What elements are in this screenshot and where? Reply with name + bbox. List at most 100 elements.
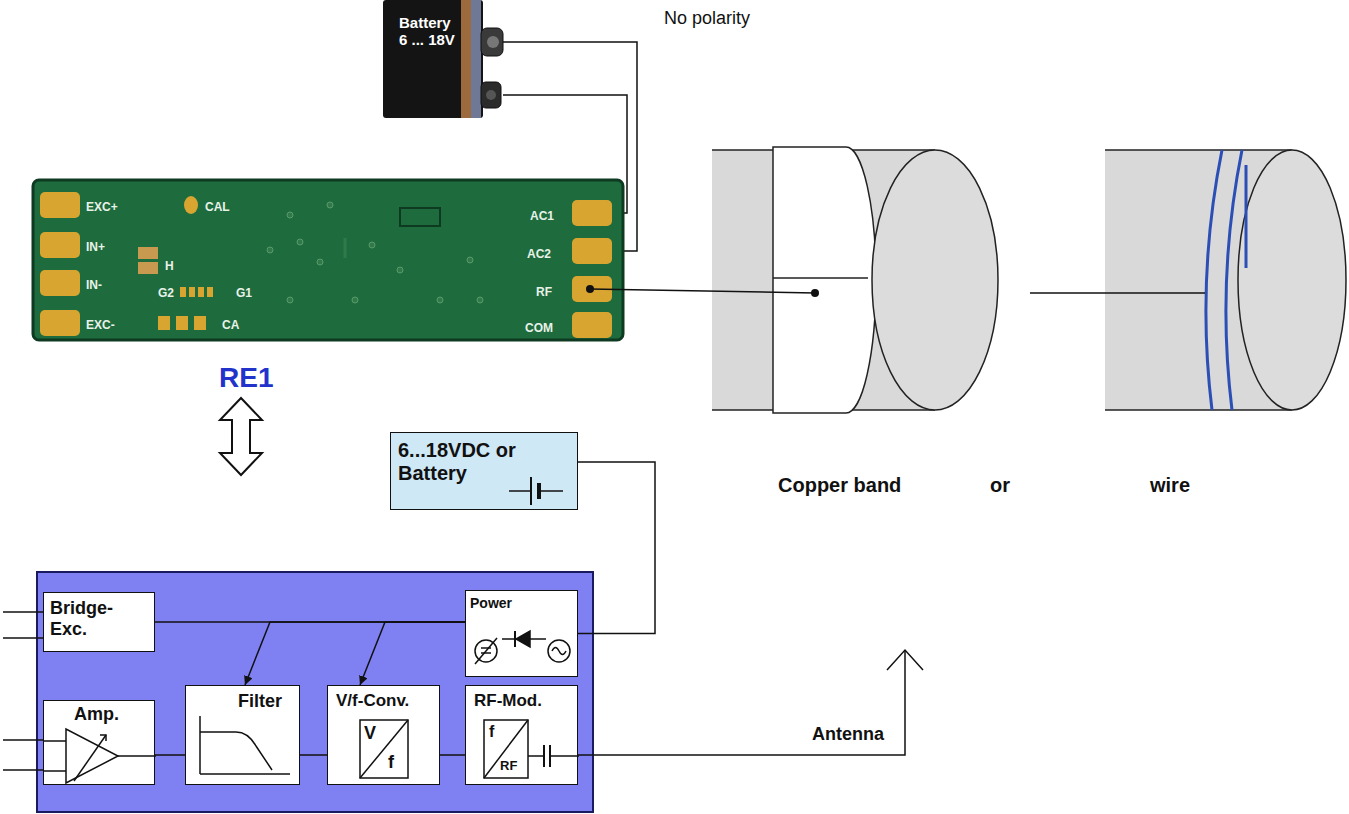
battery-photo-symbol (461, 0, 471, 118)
pin-label: COM (525, 322, 553, 336)
filter-block-symbol (199, 716, 201, 774)
supply-box: 6...18VDC or Battery (390, 432, 578, 510)
cylinder-copper-band (712, 147, 998, 413)
symbol-letter-slot: RF (500, 756, 517, 774)
vf-converter-block-symbol (360, 720, 408, 778)
cylinder-wire (1030, 150, 1346, 410)
cylinder-copper-band (872, 150, 998, 410)
caption-text: Copper band (778, 474, 901, 497)
pin-label: EXC+ (86, 201, 118, 215)
pin-label: AC2 (527, 248, 551, 262)
pin-label: IN+ (86, 241, 105, 255)
battery-label-slot: Battery 6 ... 18V (399, 14, 459, 49)
circuit-board (437, 297, 443, 303)
input-wire (3, 769, 43, 771)
circuit-board (344, 238, 347, 258)
circuit-board (198, 287, 204, 297)
pin-label-slot: EXC- (86, 315, 115, 333)
block-label: Amp. (74, 704, 119, 725)
pin-label: H (165, 260, 174, 274)
circuit-board (33, 180, 623, 340)
pin-label-slot: COM (525, 318, 553, 336)
circuit-board (327, 202, 333, 208)
note-text: No polarity (664, 8, 750, 29)
module-housing (37, 572, 593, 812)
connector-line (578, 462, 655, 634)
power-block-symbol (481, 652, 491, 654)
cylinder-copper-band (773, 147, 876, 413)
rf-lead (811, 289, 819, 297)
circuit-board (180, 287, 186, 297)
rf-modulator-block-symbol (550, 755, 579, 757)
block-label-slot: Amp. (74, 704, 119, 725)
symbol-letter-slot: V (364, 723, 376, 744)
block-label-slot: V/f-Conv. (336, 691, 409, 711)
pin-label-slot: RF (536, 282, 552, 300)
cylinder-wire (1105, 409, 1292, 411)
input-wire (3, 739, 43, 741)
cylinder-wire (1226, 150, 1242, 410)
circuit-board (397, 267, 403, 273)
rf-lead (590, 289, 815, 293)
battery-photo-symbol (471, 0, 481, 118)
pin-label: G2 (158, 287, 174, 301)
block-label-slot: Power (470, 594, 512, 612)
module-name: RE1 (219, 362, 273, 394)
circuit-board (40, 270, 80, 296)
antenna-label-slot: Antenna (812, 724, 884, 745)
cylinder-wire (1105, 149, 1292, 151)
pin-label: EXC- (86, 319, 115, 333)
rf-lead (586, 285, 819, 297)
block-label: V/f-Conv. (336, 691, 409, 711)
circuit-board (287, 297, 293, 303)
antenna-symbol (578, 650, 905, 755)
supply-label: 6...18VDC or Battery (398, 439, 538, 485)
rf-modulator-block-symbol (484, 720, 528, 778)
circuit-board (352, 297, 358, 303)
block-label: Power (470, 595, 512, 611)
rf-modulator-block-symbol (484, 720, 528, 778)
symbol-letter: V (364, 723, 376, 744)
caption-text-slot: Copper band (778, 474, 901, 497)
amplifier-block-symbol (118, 755, 156, 757)
caption-text: wire (1150, 474, 1190, 497)
symbol-letter-slot: f (388, 752, 394, 773)
pin-label: RF (536, 286, 552, 300)
input-wire (3, 611, 43, 613)
connector-line (440, 754, 465, 756)
pin-label: CAL (205, 201, 230, 215)
pin-label-slot: IN+ (86, 237, 105, 255)
input-wire (3, 612, 43, 770)
circuit-board (194, 316, 206, 330)
block-label-slot: Filter (238, 691, 282, 712)
amplifier-block-symbol (44, 770, 66, 772)
pin-label-slot: AC2 (527, 244, 551, 262)
circuit-board (138, 247, 158, 259)
double-arrow (220, 398, 262, 475)
symbol-letter: f (388, 752, 394, 773)
circuit-board (207, 287, 213, 297)
pin-label-slot: G1 (236, 283, 252, 301)
caption-text: or (990, 474, 1010, 497)
pin-label-slot: EXC+ (86, 197, 118, 215)
circuit-board (138, 262, 158, 274)
module-name-slot: RE1 (219, 362, 273, 394)
circuit-board (572, 200, 612, 226)
block-label: Bridge- Exc. (50, 598, 146, 639)
circuit-board (40, 310, 80, 336)
pin-label-slot: G2 (158, 283, 174, 301)
block-label-slot: Bridge- Exc. (50, 598, 146, 639)
connector-line (155, 754, 185, 756)
cylinder-copper-band (773, 277, 868, 279)
power-block-symbol (552, 648, 566, 655)
block-label-slot: RF-Mod. (474, 691, 542, 711)
pin-label-slot: CAL (205, 197, 230, 215)
double-arrow (220, 398, 262, 475)
circuit-board (317, 259, 323, 265)
filter-block: Filter (185, 685, 300, 785)
circuit-board (287, 212, 293, 218)
filter-block-symbol (200, 732, 272, 770)
connector-line (360, 622, 465, 685)
cylinder-wire (1206, 150, 1222, 410)
